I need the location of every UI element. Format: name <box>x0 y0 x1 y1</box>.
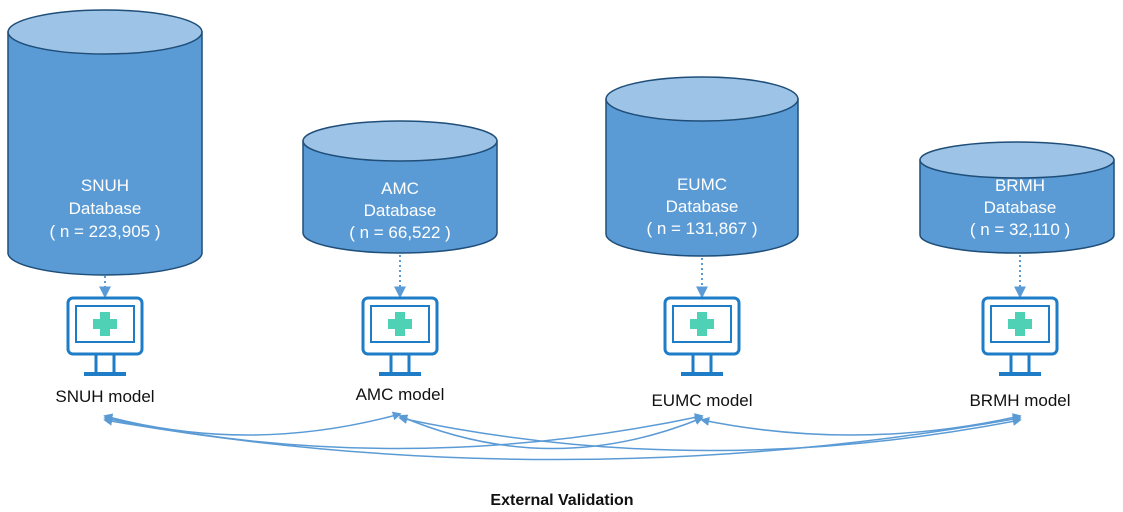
database-name: EUMC <box>677 175 727 194</box>
validation-arc-snuh-amc <box>103 411 402 436</box>
database-count: ( n = 32,110 ) <box>970 220 1070 239</box>
validation-arc-snuh-brmh <box>103 414 1022 461</box>
external-validation-label: External Validation <box>490 492 633 509</box>
medical-monitor-icon <box>66 296 144 376</box>
medical-monitor-icon <box>663 296 741 376</box>
medical-monitor-icon <box>981 296 1059 376</box>
database-label: Database <box>364 201 437 220</box>
database-count: ( n = 66,522 ) <box>349 223 451 242</box>
database-cylinder-icon <box>605 76 799 257</box>
site-amc: AMC Database ( n = 66,522 ) AMC model <box>302 120 498 404</box>
database-cylinder-icon <box>919 141 1115 254</box>
database-name: AMC <box>381 179 419 198</box>
validation-arc-amc-eumc <box>398 414 704 450</box>
model-label: AMC model <box>356 385 445 404</box>
model-label: BRMH model <box>969 391 1070 410</box>
database-count: ( n = 223,905 ) <box>49 222 160 241</box>
model-label: SNUH model <box>55 387 154 406</box>
database-name: SNUH <box>81 176 129 195</box>
database-label: Database <box>984 198 1057 217</box>
database-count: ( n = 131,867 ) <box>646 219 757 238</box>
validation-arc-amc-brmh <box>398 415 1022 452</box>
database-label: Database <box>666 197 739 216</box>
database-cylinder-icon <box>302 120 498 254</box>
database-cylinder-icon <box>7 9 203 276</box>
model-label: EUMC model <box>651 391 752 410</box>
database-name: BRMH <box>995 176 1045 195</box>
medical-monitor-icon <box>361 296 439 376</box>
site-brmh: BRMH Database ( n = 32,110 ) BRMH model <box>919 141 1115 410</box>
validation-arcs <box>103 411 1022 461</box>
validation-arc-eumc-brmh <box>700 413 1022 436</box>
site-eumc: EUMC Database ( n = 131,867 ) EUMC model <box>605 76 799 410</box>
site-snuh: SNUH Database ( n = 223,905 ) SNUH model <box>7 9 203 406</box>
database-label: Database <box>69 199 142 218</box>
